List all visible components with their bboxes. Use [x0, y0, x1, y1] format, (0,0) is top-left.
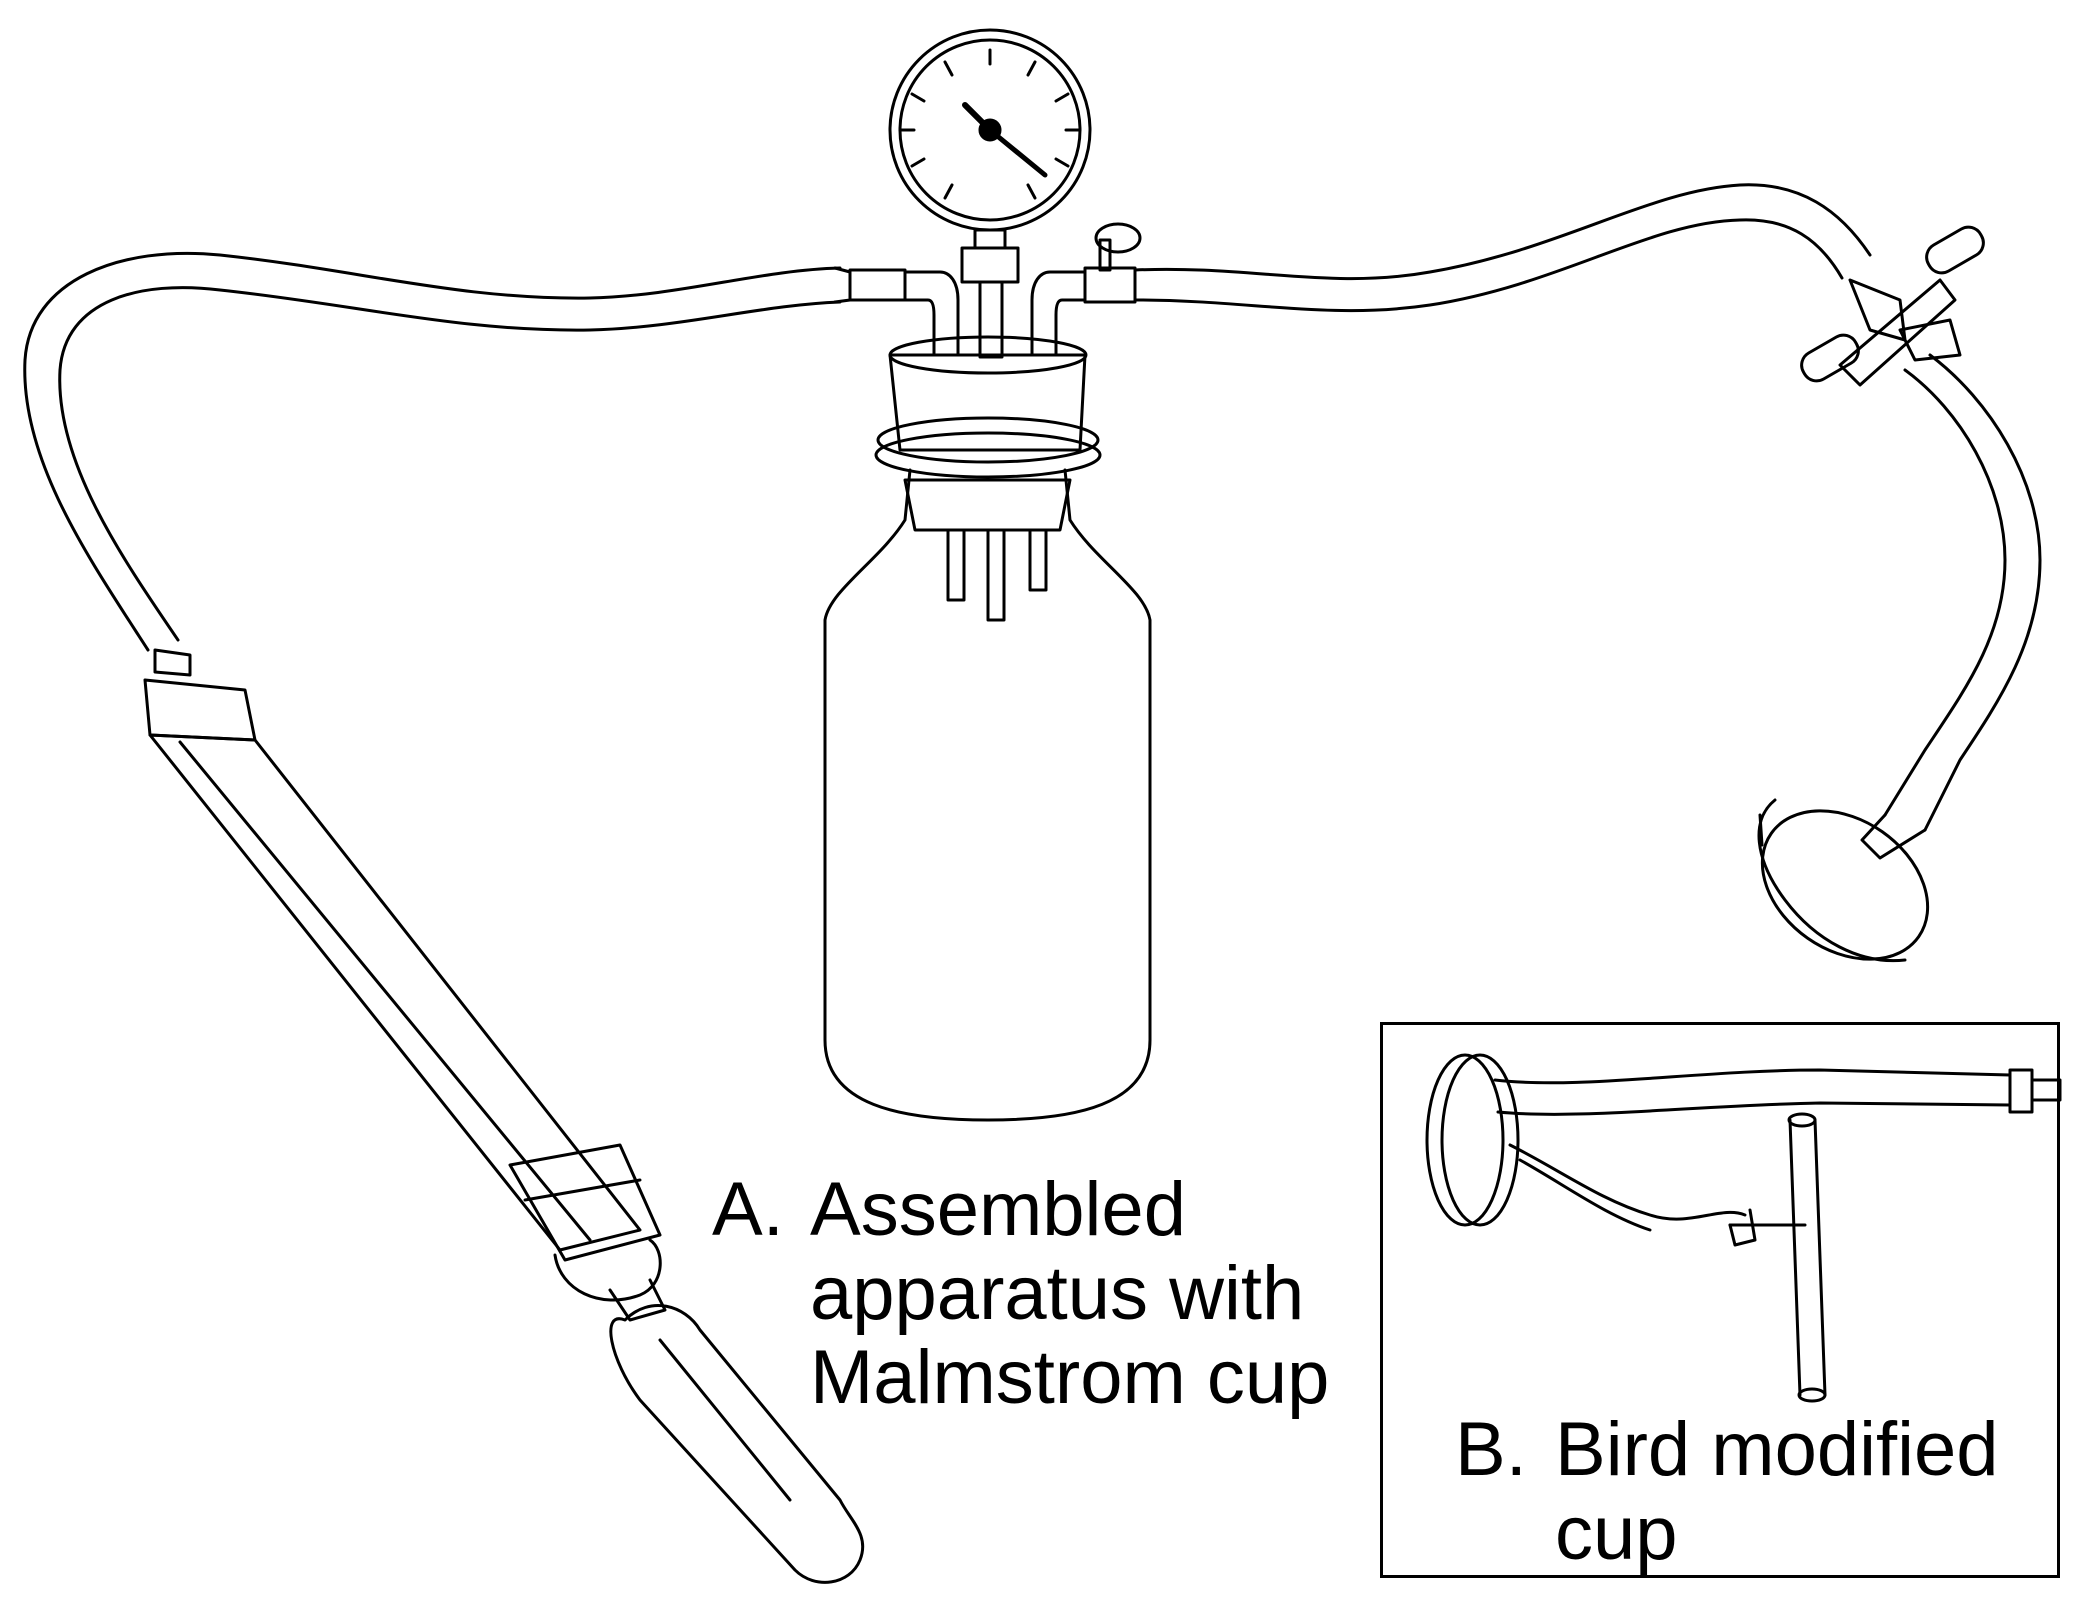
bird-cup — [1425, 1053, 2062, 1403]
left-tubing — [23, 251, 907, 652]
caption-a-letter: A. — [712, 1167, 784, 1252]
caption-a: A. Assembled apparatus with Malmstrom cu… — [712, 1168, 1352, 1438]
right-tubing — [1083, 183, 1872, 313]
inset-frame — [1380, 1022, 2060, 1578]
caption-b-line-2: cup — [1555, 1491, 1678, 1576]
stopper-fittings — [903, 222, 1142, 359]
caption-b: B. Bird modified cup — [1455, 1408, 2055, 1578]
bottle — [823, 335, 1152, 1122]
pressure-gauge — [888, 28, 1092, 284]
caption-b-line-1: Bird modified — [1555, 1407, 1999, 1492]
caption-a-line-1: Assembled — [810, 1167, 1186, 1252]
cup-tubing — [1860, 353, 2042, 860]
malmstrom-cup — [1757, 798, 1930, 963]
valve — [1800, 225, 1985, 387]
caption-b-letter: B. — [1455, 1407, 1527, 1492]
caption-a-line-2: apparatus with — [810, 1251, 1305, 1336]
caption-a-line-3: Malmstrom cup — [810, 1335, 1330, 1420]
hand-pump — [143, 648, 865, 1584]
